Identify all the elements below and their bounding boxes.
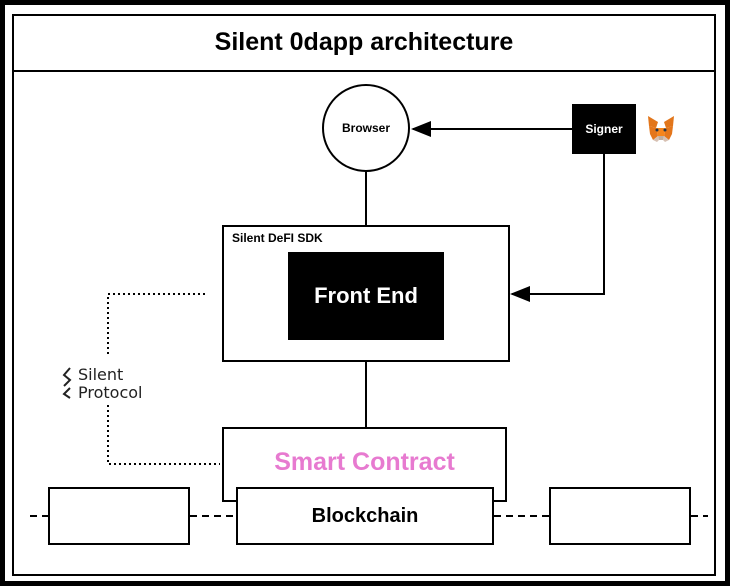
metamask-fox-icon bbox=[648, 116, 674, 142]
diagram-title: Silent 0dapp architecture bbox=[214, 27, 514, 56]
silent-protocol-logo-icon bbox=[62, 367, 72, 399]
sdk-label: Silent DeFI SDK bbox=[232, 231, 323, 245]
protocol-dotted-connector-bottom bbox=[107, 405, 220, 465]
chain-block-right bbox=[549, 487, 691, 545]
smart-contract-label: Smart Contract bbox=[274, 448, 455, 476]
diagram-border bbox=[12, 14, 716, 576]
signer-node: Signer bbox=[572, 104, 636, 154]
chain-block-left bbox=[48, 487, 190, 545]
frontend-node: Front End bbox=[288, 252, 444, 340]
silent-protocol-logo: Silent Protocol bbox=[62, 365, 143, 402]
protocol-text-line2: Protocol bbox=[78, 383, 143, 402]
protocol-text-line1: Silent bbox=[78, 365, 124, 384]
browser-node: Browser bbox=[322, 84, 410, 172]
blockchain-node: Blockchain bbox=[236, 487, 494, 545]
protocol-dotted-connector-top bbox=[107, 293, 205, 356]
signer-to-frontend-arrow bbox=[510, 154, 605, 302]
title-bar: Silent 0dapp architecture bbox=[12, 14, 716, 72]
